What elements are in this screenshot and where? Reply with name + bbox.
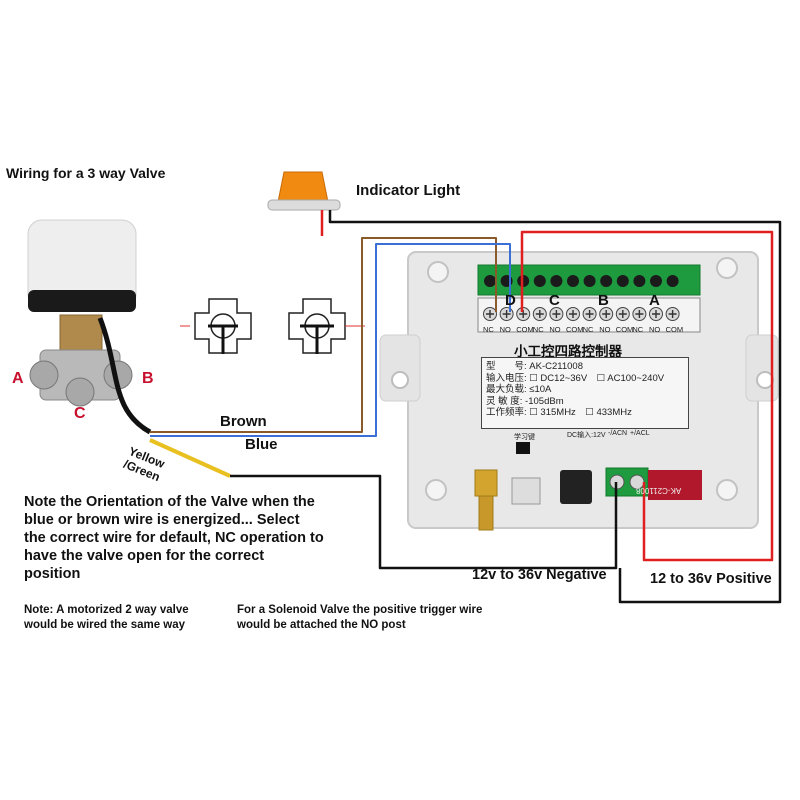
brown-wire-label: Brown bbox=[220, 413, 267, 430]
terminal-screw-slot bbox=[635, 310, 644, 318]
diagram-title: Wiring for a 3 way Valve bbox=[6, 165, 166, 181]
spec-row: 型 号: AK-C211008 bbox=[486, 361, 583, 372]
terminal-label: NO bbox=[649, 325, 661, 334]
terminal-screw-slot bbox=[569, 310, 577, 318]
terminal-label: COM bbox=[615, 325, 634, 334]
spec-row: 灵 敏 度: -105dBm bbox=[486, 395, 564, 407]
terminal-label: NC bbox=[532, 325, 544, 334]
terminal-screw-icon bbox=[600, 275, 613, 287]
spec-row: 输入电压: ☐ DC12~36V ☐ AC100~240V bbox=[486, 372, 665, 384]
channel-b-label: B bbox=[598, 292, 609, 309]
orientation-note: Note the Orientation of the Valve when t… bbox=[24, 494, 324, 582]
channel-d-label: D bbox=[505, 292, 516, 309]
indicator-light-icon bbox=[267, 171, 341, 211]
acl-terminal-label: +/ACL bbox=[630, 430, 650, 437]
negative-supply-label: 12v to 36v Negative bbox=[472, 567, 607, 583]
channel-c-label: C bbox=[549, 292, 560, 309]
motorized-valve-icon bbox=[27, 219, 137, 407]
terminal-screw-icon bbox=[666, 275, 679, 287]
motorized-valve-note: Note: A motorized 2 way valve would be w… bbox=[24, 604, 189, 631]
terminal-label: NO bbox=[549, 325, 561, 334]
terminal-label: NC bbox=[483, 325, 494, 334]
terminal-screw-icon bbox=[567, 275, 579, 287]
terminal-screw-icon bbox=[484, 275, 496, 287]
terminal-screw-slot bbox=[585, 310, 594, 318]
terminal-screw-slot bbox=[602, 310, 611, 318]
terminal-label: NO bbox=[599, 325, 611, 334]
terminal-screw-slot bbox=[502, 310, 511, 318]
channel-a-label: A bbox=[649, 292, 660, 309]
terminal-label: COM bbox=[566, 325, 584, 334]
spec-label-panel: 型 号: AK-C211008 输入电压: ☐ DC12~36V ☐ AC100… bbox=[481, 357, 689, 429]
terminal-label: NO bbox=[499, 325, 511, 334]
terminal-screw-slot bbox=[535, 310, 544, 318]
terminal-screw-icon bbox=[616, 275, 629, 287]
terminal-screw-icon bbox=[633, 275, 646, 287]
terminal-label: NC bbox=[632, 325, 644, 334]
terminal-label: COM bbox=[665, 325, 684, 334]
terminal-screw-icon bbox=[533, 275, 546, 287]
blue-wire-label: Blue bbox=[245, 436, 278, 453]
spec-row: 工作频率: ☐ 315MHz ☐ 433MHz bbox=[486, 407, 632, 418]
learn-button-label: 学习键 bbox=[514, 434, 535, 441]
port-c-label: C bbox=[74, 405, 86, 422]
pcb-model-text: AK-C211008 bbox=[636, 486, 682, 495]
power-terminal bbox=[511, 442, 702, 505]
acn-terminal-label: -/ACN bbox=[608, 430, 628, 437]
port-a-label: A bbox=[12, 370, 24, 387]
valve-flow-diagram-icon bbox=[180, 298, 365, 354]
terminal-screw-icon bbox=[583, 275, 596, 287]
terminal-screw-icon bbox=[550, 275, 563, 287]
indicator-light-label: Indicator Light bbox=[356, 182, 461, 199]
solenoid-valve-note: For a Solenoid Valve the positive trigge… bbox=[237, 604, 483, 631]
positive-supply-label: 12 to 36v Positive bbox=[650, 571, 772, 587]
terminal-screw-slot bbox=[652, 310, 660, 318]
terminal-screw-slot bbox=[618, 310, 627, 318]
controller-model-title: 小工控四路控制器 bbox=[514, 344, 622, 359]
terminal-screw-icon bbox=[650, 275, 662, 287]
spec-row: 最大负载: ≤10A bbox=[486, 384, 552, 395]
terminal-screw-slot bbox=[552, 310, 561, 318]
terminal-label: COM bbox=[516, 325, 534, 334]
dc-input-label: DC输入:12V bbox=[567, 432, 606, 439]
terminal-screw-slot bbox=[486, 310, 494, 318]
antenna-icon bbox=[474, 469, 498, 531]
wires bbox=[97, 210, 782, 604]
terminal-screw-slot bbox=[668, 310, 677, 318]
port-b-label: B bbox=[142, 370, 154, 387]
terminal-label: NC bbox=[582, 325, 594, 334]
